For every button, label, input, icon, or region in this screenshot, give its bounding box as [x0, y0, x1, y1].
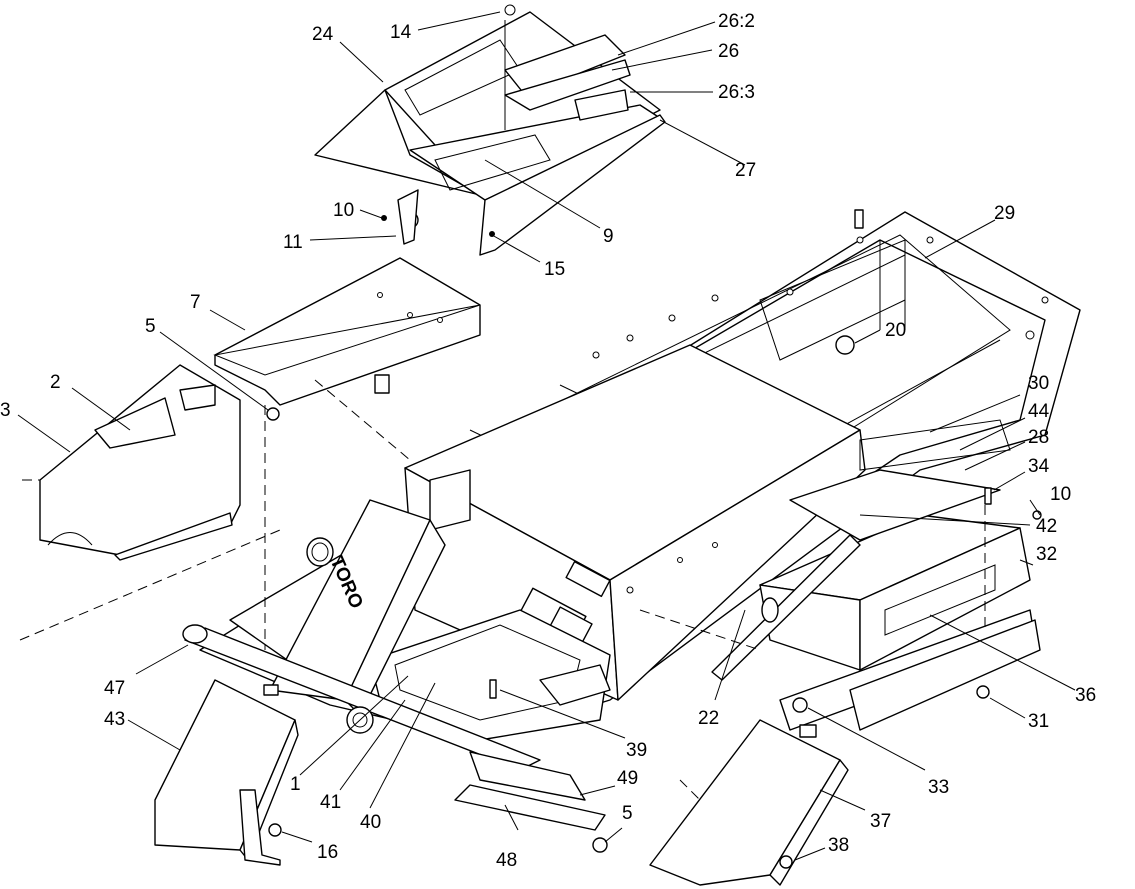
callout-36: 36	[1075, 685, 1096, 706]
callout-15: 15	[544, 259, 565, 280]
footrest-37	[649, 719, 849, 886]
callout-5: 5	[145, 316, 156, 337]
callout-33: 33	[928, 777, 949, 798]
callout-26-3: 26:3	[718, 82, 755, 103]
callout-26-2: 26:2	[718, 11, 755, 32]
callout-49: 49	[617, 768, 638, 789]
callout-41: 41	[320, 792, 341, 813]
callout-1: 1	[290, 774, 301, 795]
callout-2: 2	[50, 372, 61, 393]
callout-3: 3	[0, 400, 11, 421]
callout-37: 37	[870, 811, 891, 832]
callout-30: 30	[1028, 373, 1049, 394]
callout-27: 27	[735, 160, 756, 181]
callout-32: 32	[1036, 544, 1057, 565]
left-side-panel	[39, 364, 241, 561]
callout-28: 28	[1028, 427, 1049, 448]
callout-48: 48	[496, 850, 517, 871]
callout-14: 14	[390, 22, 412, 43]
leader-lines	[17, 11, 1076, 861]
left-upright: TORO	[269, 499, 446, 716]
callout-39: 39	[626, 740, 647, 761]
callout-10: 10	[333, 200, 354, 221]
callout-20: 20	[885, 320, 906, 341]
callout-labels: 24 14 26:2 26 26:3 27 9 10 11 15 29 7 5 …	[0, 11, 1096, 871]
lever-22	[711, 534, 861, 681]
callout-47: 47	[104, 678, 125, 699]
callout-5-lower: 5	[622, 803, 633, 824]
callout-44: 44	[1028, 401, 1050, 422]
lower-floor-pan	[369, 609, 611, 741]
callout-10-right: 10	[1050, 484, 1071, 505]
callout-38: 38	[828, 835, 849, 856]
callout-29: 29	[994, 203, 1015, 224]
callout-42: 42	[1036, 516, 1057, 537]
footrest-43	[154, 679, 299, 866]
panel-7	[213, 257, 481, 421]
top-console	[314, 4, 666, 256]
callout-24: 24	[312, 24, 334, 45]
callout-9: 9	[603, 226, 614, 247]
callout-7: 7	[190, 292, 201, 313]
callout-40: 40	[360, 812, 381, 833]
callout-16: 16	[317, 842, 338, 863]
brackets-48-49	[454, 751, 608, 853]
callout-43: 43	[104, 709, 125, 730]
callout-31: 31	[1028, 711, 1049, 732]
callout-22: 22	[698, 708, 719, 729]
assembly-lines	[19, 379, 986, 801]
callout-34: 34	[1028, 456, 1050, 477]
hardware	[268, 209, 1042, 869]
callout-11: 11	[283, 232, 303, 253]
callout-26: 26	[718, 41, 739, 62]
